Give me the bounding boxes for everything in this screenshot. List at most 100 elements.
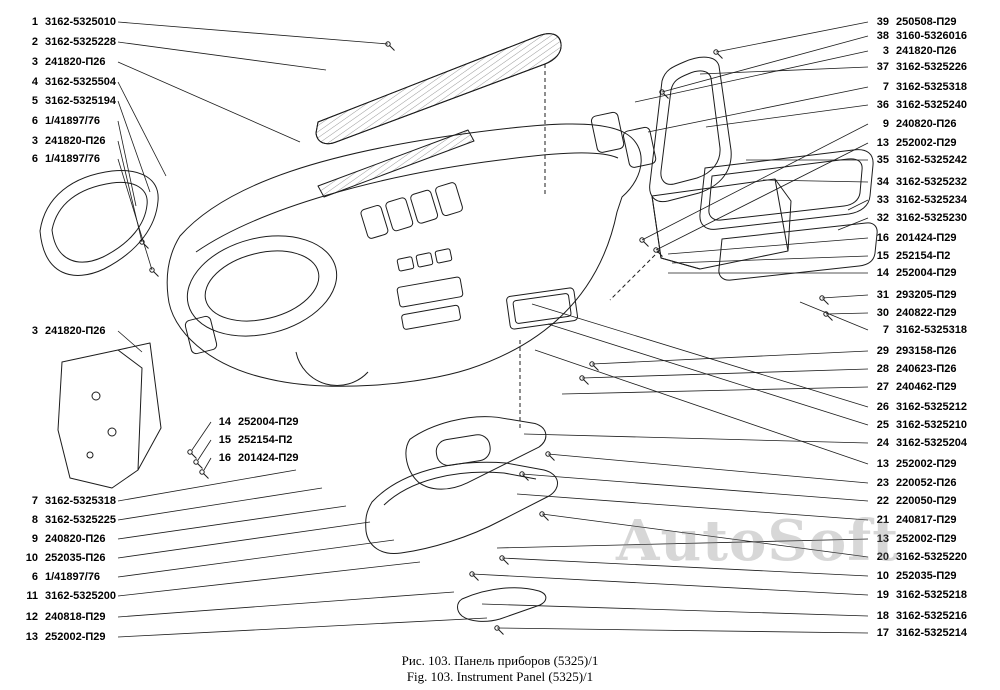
part-ref-number: 13 [876, 137, 889, 149]
part-label: 30 240822-П29 [874, 307, 957, 319]
part-code: 252035-П29 [896, 570, 957, 582]
part-code: 252002-П29 [896, 533, 957, 545]
part-ref-number: 22 [876, 495, 889, 507]
part-code: 241820-П26 [45, 325, 106, 337]
part-code: 3162-5325228 [45, 36, 116, 48]
part-ref-number: 5 [31, 95, 38, 107]
part-code: 3162-5325218 [896, 589, 967, 601]
part-code: 3162-5325204 [896, 437, 967, 449]
part-ref-number: 17 [876, 627, 889, 639]
part-label: 16 201424-П29 [874, 232, 957, 244]
part-ref-number: 38 [876, 30, 889, 42]
figure-caption: Рис. 103. Панель приборов (5325)/1 Fig. … [0, 653, 1000, 684]
part-ref-number: 7 [31, 495, 38, 507]
part-ref-number: 39 [876, 16, 889, 28]
part-ref-number: 6 [31, 571, 38, 583]
part-label: 3 241820-П26 [874, 45, 957, 57]
part-code: 252154-П2 [238, 434, 293, 446]
part-code: 3162-5325232 [896, 176, 967, 188]
part-label: 33 3162-5325234 [874, 194, 967, 206]
part-ref-number: 6 [31, 115, 38, 127]
part-code: 240822-П29 [896, 307, 957, 319]
part-ref-number: 33 [876, 194, 889, 206]
part-code: 240818-П29 [45, 611, 106, 623]
part-label: 29 293158-П26 [874, 345, 957, 357]
part-code: 3162-5325226 [896, 61, 967, 73]
part-ref-number: 9 [31, 533, 38, 545]
part-label: 26 3162-5325212 [874, 401, 967, 413]
part-ref-number: 16 [876, 232, 889, 244]
part-code: 3162-5325210 [896, 419, 967, 431]
part-ref-number: 29 [876, 345, 889, 357]
part-code: 240820-П26 [896, 118, 957, 130]
part-code: 3162-5325318 [896, 324, 967, 336]
part-code: 220052-П26 [896, 477, 957, 489]
part-code: 201424-П29 [238, 452, 299, 464]
part-ref-number: 30 [876, 307, 889, 319]
part-code: 3162-5325200 [45, 590, 116, 602]
part-ref-number: 31 [876, 289, 889, 301]
part-ref-number: 26 [876, 401, 889, 413]
part-code: 3162-5325234 [896, 194, 967, 206]
part-ref-number: 3 [882, 45, 889, 57]
part-ref-number: 19 [876, 589, 889, 601]
part-ref-number: 14 [876, 267, 889, 279]
part-ref-number: 10 [876, 570, 889, 582]
part-code: 201424-П29 [896, 232, 957, 244]
part-ref-number: 28 [876, 363, 889, 375]
part-label: 22 220050-П29 [874, 495, 957, 507]
part-code: 3162-5325225 [45, 514, 116, 526]
part-code: 240820-П26 [45, 533, 106, 545]
part-code: 3160-5326016 [896, 30, 967, 42]
caption-en: Fig. 103. Instrument Panel (5325)/1 [406, 668, 594, 684]
part-ref-number: 3 [31, 325, 38, 337]
diagram-drawing [39, 33, 878, 622]
part-ref-number: 32 [876, 212, 889, 224]
part-ref-number: 10 [25, 552, 38, 564]
part-ref-number: 25 [876, 419, 889, 431]
part-code: 1/41897/76 [45, 153, 101, 165]
part-code: 3162-5325212 [896, 401, 967, 413]
part-code: 252002-П29 [896, 458, 957, 470]
part-code: 241820-П26 [896, 45, 957, 57]
part-label: 38 3160-5326016 [874, 30, 967, 42]
part-code: 293158-П26 [896, 345, 957, 357]
part-code: 241820-П26 [45, 135, 106, 147]
part-code: 1/41897/76 [45, 115, 101, 127]
part-ref-number: 7 [882, 81, 889, 93]
part-code: 252004-П29 [238, 416, 299, 428]
part-ref-number: 9 [882, 118, 889, 130]
part-code: 3162-5325504 [45, 76, 116, 88]
part-code: 220050-П29 [896, 495, 957, 507]
part-label: 19 3162-5325218 [874, 589, 967, 601]
